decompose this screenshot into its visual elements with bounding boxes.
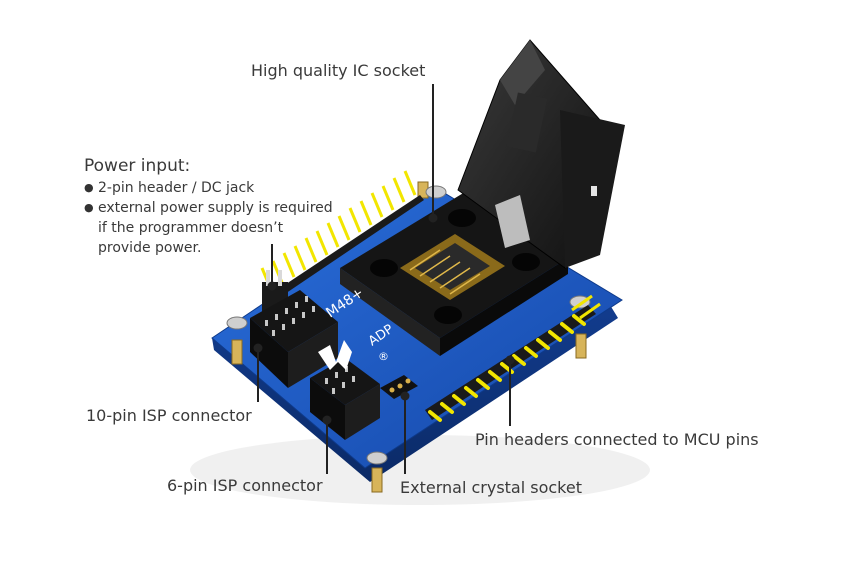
power-item-2: external power supply is required if the… bbox=[84, 198, 333, 258]
label-ic-socket: High quality IC socket bbox=[251, 61, 426, 80]
socket-lid bbox=[457, 39, 625, 269]
screw-heads bbox=[226, 185, 591, 465]
pcb-edge bbox=[212, 305, 618, 482]
isp10-connector bbox=[250, 290, 338, 388]
callout-lines bbox=[253, 84, 515, 474]
isp6-connector bbox=[310, 358, 380, 440]
power-item-2-cont-2: provide power. bbox=[98, 240, 202, 256]
power-input-list: 2-pin header / DC jack external power su… bbox=[84, 178, 333, 258]
power-item-1-text: 2-pin header / DC jack bbox=[98, 180, 255, 196]
registered-mark: ® bbox=[378, 350, 389, 363]
power-item-1: 2-pin header / DC jack bbox=[84, 178, 333, 198]
power-item-2-text: external power supply is required bbox=[98, 200, 333, 216]
power-item-2-cont-1: if the programmer doesn’t bbox=[98, 220, 284, 236]
label-power-title: Power input: bbox=[84, 156, 191, 176]
label-pin-headers: Pin headers connected to MCU pins bbox=[475, 430, 759, 449]
label-crystal: External crystal socket bbox=[400, 478, 582, 497]
standoff-screws bbox=[231, 181, 587, 493]
brand-logo bbox=[318, 340, 352, 370]
label-isp10: 10-pin ISP connector bbox=[86, 406, 252, 425]
pin-header-right bbox=[571, 294, 601, 320]
label-isp6: 6-pin ISP connector bbox=[167, 476, 323, 495]
board-shadow bbox=[190, 435, 650, 505]
crystal-socket bbox=[380, 375, 418, 399]
